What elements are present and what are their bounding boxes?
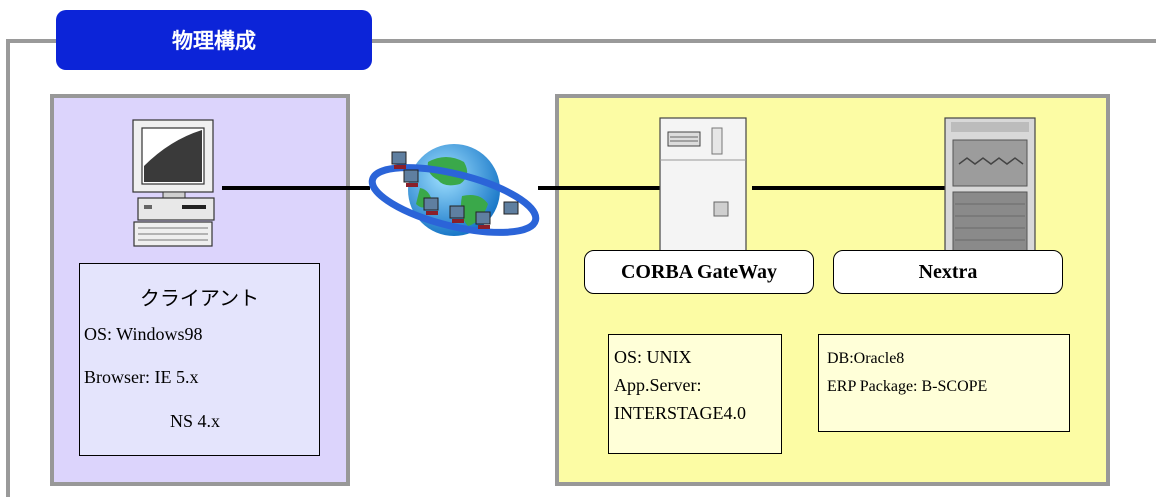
gateway-server-icon [659,117,747,257]
client-title: クライアント [139,288,260,310]
frame-top-left [6,39,58,43]
link-network-gateway [538,186,663,190]
gateway-label-text: CORBA GateWay [620,260,778,283]
nextra-server-icon [944,117,1036,257]
client-info-box: クライアント OS: Windows98 Browser: IE 5.x NS … [79,263,320,456]
nextra-spec-box: DB:Oracle8 ERP Package: B-SCOPE [818,334,1070,432]
gateway-spec-box: OS: UNIX App.Server: INTERSTAGE4.0 [608,334,782,454]
frame-top-right [370,39,1156,43]
section-tab: 物理構成 [56,10,372,70]
frame-left [6,39,10,497]
section-title: 物理構成 [172,29,256,53]
client-browser: Browser: IE 5.x [84,367,199,387]
gateway-spec-appserver: App.Server: [614,375,702,395]
gateway-spec-os: OS: UNIX [614,347,692,367]
gateway-label: CORBA GateWay [584,250,814,294]
client-os: OS: Windows98 [84,324,203,344]
network-globe-icon [368,144,540,236]
nextra-label-text: Nextra [918,260,978,283]
link-gateway-nextra [752,186,949,190]
client-pc-icon [132,119,215,247]
gateway-spec-interstage: INTERSTAGE4.0 [614,403,747,423]
link-client-network [222,186,370,190]
nextra-label: Nextra [833,250,1063,294]
nextra-spec-db: DB:Oracle8 [827,350,905,367]
client-browser-ns: NS 4.x [170,411,221,431]
nextra-spec-erp: ERP Package: B-SCOPE [827,378,988,395]
